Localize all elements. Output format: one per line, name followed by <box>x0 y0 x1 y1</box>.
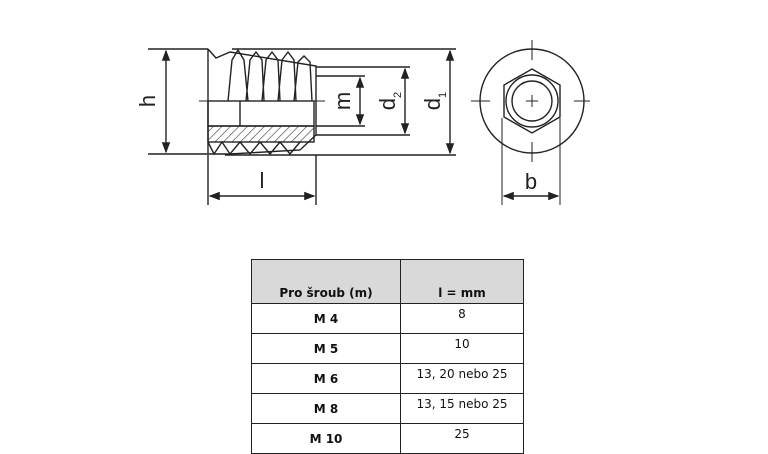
cell-length: 13, 15 nebo 25 <box>400 393 524 424</box>
label-d1-subscript: 1 <box>437 92 449 98</box>
cell-length: 13, 20 nebo 25 <box>400 363 524 394</box>
cell-screw: M 4 <box>251 303 401 334</box>
cell-length: 25 <box>400 423 524 454</box>
threaded-insert-drawing: h l m d2 d1 b <box>135 40 590 205</box>
cell-length: 10 <box>400 333 524 364</box>
cell-screw: M 6 <box>251 363 401 394</box>
header-length: l = mm <box>400 259 524 304</box>
cell-screw: M 8 <box>251 393 401 424</box>
svg-text:d1: d1 <box>420 92 449 110</box>
label-d2: d <box>375 98 400 110</box>
cell-screw: M 10 <box>251 423 401 454</box>
svg-text:d2: d2 <box>375 92 404 110</box>
label-d1: d <box>420 98 445 110</box>
table-header-row: Pro šroub (m) l = mm <box>251 259 524 304</box>
label-b: b <box>525 169 537 194</box>
cell-length: 8 <box>400 303 524 334</box>
cell-screw: M 5 <box>251 333 401 364</box>
header-screw: Pro šroub (m) <box>251 259 401 304</box>
side-view <box>148 48 456 205</box>
label-l: l <box>260 168 265 193</box>
label-d2-subscript: 2 <box>392 92 404 98</box>
label-h: h <box>135 95 160 107</box>
front-view <box>471 40 590 205</box>
label-m: m <box>330 92 355 110</box>
